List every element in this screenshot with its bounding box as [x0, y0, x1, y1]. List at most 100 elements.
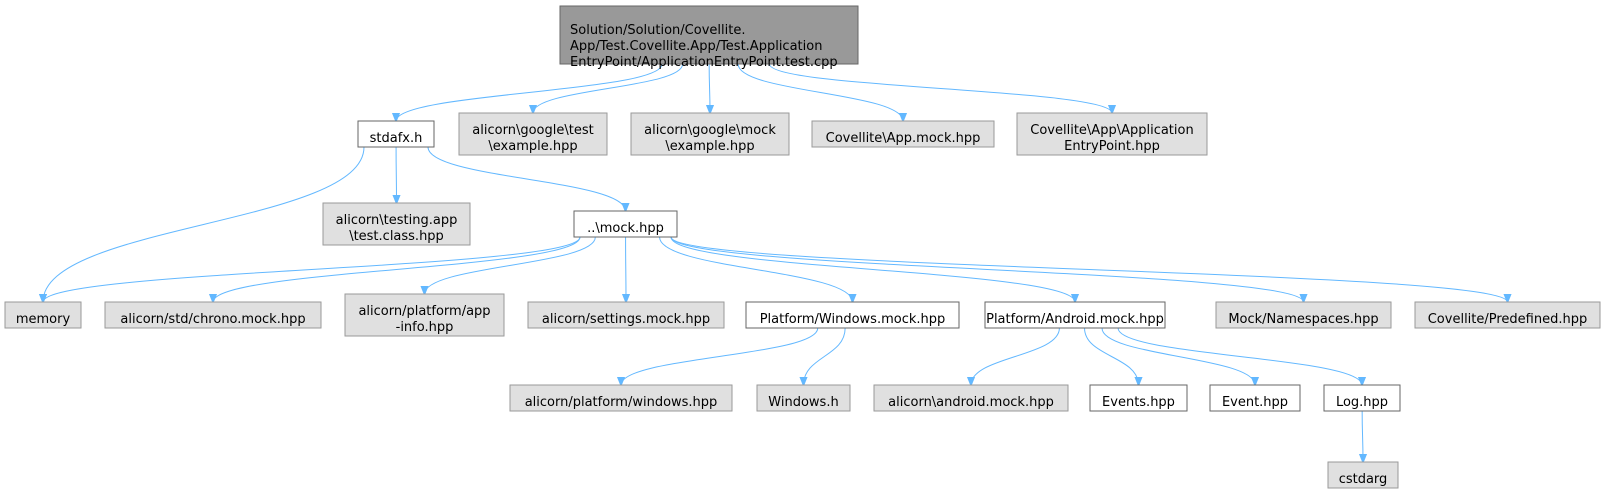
node-box [527, 301, 725, 329]
node-label: \example.hpp [488, 139, 577, 154]
node-box [344, 293, 505, 337]
node-box [756, 384, 851, 412]
node-label: Covellite\App\Application [1030, 123, 1193, 138]
edge-log-to-cstdarg [1362, 410, 1363, 462]
edge-mockhpp-to-namespaces [670, 236, 1304, 302]
edge-root-to-appmock [737, 63, 903, 121]
edge-mockhpp-to-appinfo [425, 236, 596, 294]
node-appmock: Covellite\App.mock.hpp [811, 120, 995, 148]
node-testingapp: alicorn\testing.app\test.class.hpp [322, 202, 471, 246]
node-label: stdafx.h [370, 131, 423, 146]
node-box [573, 210, 678, 238]
node-label: alicorn/platform/windows.hpp [525, 395, 718, 410]
edge-andmock-to-log [1117, 327, 1362, 385]
node-label: \test.class.hpp [349, 229, 444, 244]
node-andmock[interactable]: Platform/Android.mock.hpp [984, 301, 1166, 329]
edge-root-to-gmock [709, 63, 710, 113]
edge-winmock-to-windowsh [804, 327, 846, 385]
node-stdafx[interactable]: stdafx.h [357, 120, 435, 148]
node-event[interactable]: Event.hpp [1209, 384, 1301, 412]
node-box [1414, 301, 1601, 329]
node-label: EntryPoint/ApplicationEntryPoint.test.cp… [570, 55, 838, 70]
node-settings: alicorn/settings.mock.hpp [527, 301, 725, 329]
edge-mockhpp-to-chrono [213, 236, 581, 302]
node-mockhpp[interactable]: ..\mock.hpp [573, 210, 678, 238]
node-cstdarg: cstdarg [1327, 461, 1399, 489]
node-label: Platform/Windows.mock.hpp [760, 312, 946, 327]
edge-layer [43, 63, 1508, 462]
node-box [1016, 112, 1208, 156]
node-label: Solution/Solution/Covellite. [570, 23, 745, 38]
node-events[interactable]: Events.hpp [1089, 384, 1188, 412]
node-box [630, 112, 790, 156]
edge-stdafx-to-memory [43, 146, 365, 302]
edge-root-to-appentry [768, 63, 1112, 113]
edge-winmock-to-platwin [621, 327, 819, 385]
node-chrono: alicorn/std/chrono.mock.hpp [104, 301, 322, 329]
node-label: memory [16, 312, 71, 327]
node-box [1089, 384, 1188, 412]
node-platwin: alicorn/platform/windows.hpp [509, 384, 733, 412]
node-label: Log.hpp [1336, 395, 1388, 410]
node-label: alicorn\google\test [472, 123, 593, 138]
node-label: Windows.h [768, 395, 838, 410]
edge-stdafx-to-mockhpp [427, 146, 626, 211]
node-box [509, 384, 733, 412]
node-label: Platform/Android.mock.hpp [986, 312, 1164, 327]
node-label: alicorn\google\mock [644, 123, 776, 138]
node-memory: memory [4, 301, 82, 329]
node-namespaces: Mock/Namespaces.hpp [1215, 301, 1392, 329]
node-box [1323, 384, 1401, 412]
node-label: -info.hpp [396, 320, 454, 335]
node-box [745, 301, 960, 329]
node-log[interactable]: Log.hpp [1323, 384, 1401, 412]
node-box [4, 301, 82, 329]
node-label: \example.hpp [665, 139, 754, 154]
node-label: EntryPoint.hpp [1064, 139, 1160, 154]
node-box [1215, 301, 1392, 329]
edge-mockhpp-to-predefined [670, 236, 1508, 302]
node-label: cstdarg [1339, 472, 1388, 487]
edge-root-to-gtest [533, 63, 684, 113]
node-label: Covellite/Predefined.hpp [1428, 312, 1588, 327]
node-label: Covellite\App.mock.hpp [826, 131, 981, 146]
node-label: alicorn/platform/app [358, 304, 490, 319]
node-label: alicorn/std/chrono.mock.hpp [120, 312, 305, 327]
node-label: Event.hpp [1222, 395, 1288, 410]
node-box [357, 120, 435, 148]
node-box [873, 384, 1069, 412]
node-box [458, 112, 608, 156]
node-andalicorn: alicorn\android.mock.hpp [873, 384, 1069, 412]
edge-mockhpp-to-winmock [659, 236, 853, 302]
node-box [984, 301, 1166, 329]
node-box [1327, 461, 1399, 489]
edge-andmock-to-event [1101, 327, 1255, 385]
node-box [104, 301, 322, 329]
node-windowsh: Windows.h [756, 384, 851, 412]
node-winmock[interactable]: Platform/Windows.mock.hpp [745, 301, 960, 329]
node-box [559, 5, 859, 65]
node-layer: Solution/Solution/Covellite.App/Test.Cov… [4, 5, 1601, 489]
node-box [811, 120, 995, 148]
edge-andmock-to-andalicorn [971, 327, 1060, 385]
node-box [1209, 384, 1301, 412]
edge-andmock-to-events [1084, 327, 1139, 385]
node-label: ..\mock.hpp [587, 221, 664, 236]
node-label: alicorn\android.mock.hpp [888, 395, 1054, 410]
node-gmock: alicorn\google\mock\example.hpp [630, 112, 790, 156]
node-appinfo: alicorn/platform/app-info.hpp [344, 293, 505, 337]
node-appentry: Covellite\App\ApplicationEntryPoint.hpp [1016, 112, 1208, 156]
node-box [322, 202, 471, 246]
edge-root-to-stdafx [396, 63, 663, 121]
node-predefined: Covellite/Predefined.hpp [1414, 301, 1601, 329]
edge-mockhpp-to-memory [43, 236, 581, 302]
edge-mockhpp-to-andmock [670, 236, 1075, 302]
node-label: alicorn/settings.mock.hpp [542, 312, 710, 327]
node-root[interactable]: Solution/Solution/Covellite.App/Test.Cov… [559, 5, 859, 70]
node-label: Events.hpp [1102, 395, 1175, 410]
node-label: Mock/Namespaces.hpp [1228, 312, 1378, 327]
node-gtest: alicorn\google\test\example.hpp [458, 112, 608, 156]
node-label: alicorn\testing.app [336, 213, 458, 228]
node-label: App/Test.Covellite.App/Test.Application [570, 39, 822, 54]
